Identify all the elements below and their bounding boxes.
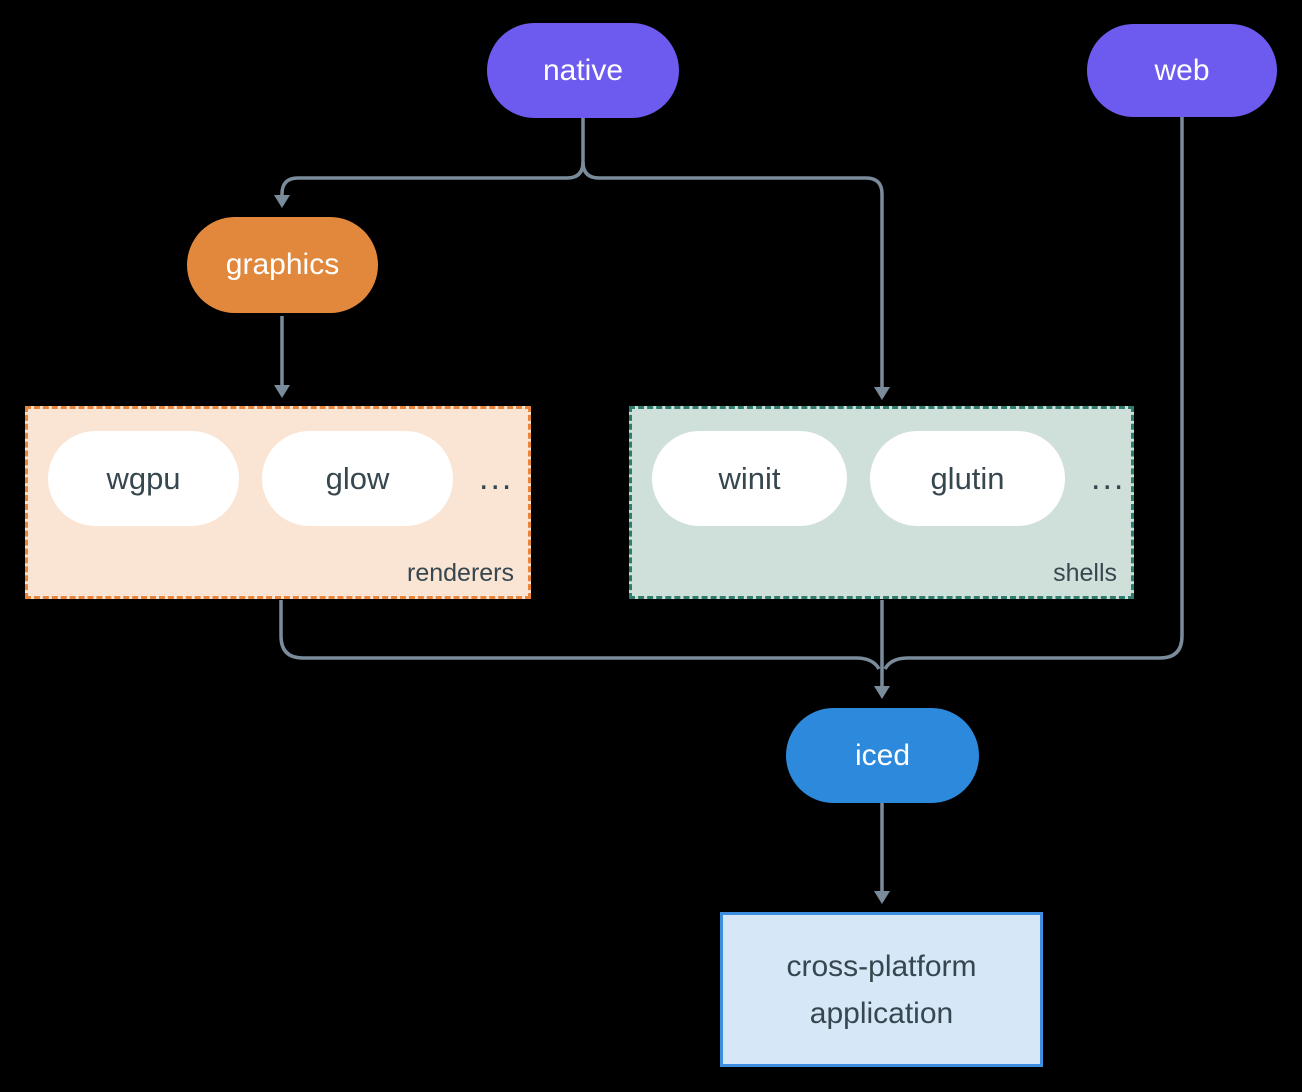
node-web: web	[1087, 24, 1277, 117]
node-native: native	[487, 23, 679, 118]
node-iced-label: iced	[854, 738, 911, 772]
node-web-label: web	[1154, 53, 1210, 87]
edge-renderers-iced	[279, 600, 881, 670]
node-iced: iced	[786, 708, 979, 803]
arrowhead-app	[874, 891, 890, 904]
node-glutin-label: glutin	[930, 460, 1005, 496]
group-renderers-row: wgpu glow ...	[48, 431, 513, 526]
arrowhead-iced	[874, 686, 890, 699]
group-shells-label: shells	[1053, 559, 1117, 587]
arrowhead-shells	[874, 387, 890, 400]
arrowhead-graphics	[274, 195, 290, 208]
node-native-label: native	[542, 53, 624, 87]
node-wgpu: wgpu	[48, 431, 239, 526]
node-winit-label: winit	[718, 460, 781, 496]
group-renderers-label: renderers	[407, 559, 514, 587]
node-glow-label: glow	[325, 460, 390, 496]
edge-native-graphics	[280, 161, 585, 198]
group-shells: winit glutin ... shells	[629, 406, 1134, 599]
group-shells-row: winit glutin ...	[652, 431, 1125, 526]
node-graphics: graphics	[187, 217, 378, 313]
group-renderers: wgpu glow ... renderers	[25, 406, 531, 599]
renderers-ellipsis: ...	[479, 459, 514, 497]
edge-native-shells	[581, 161, 884, 390]
node-winit: winit	[652, 431, 847, 526]
arrowhead-renderers	[274, 385, 290, 398]
node-glutin: glutin	[870, 431, 1065, 526]
shells-ellipsis: ...	[1091, 459, 1126, 497]
node-cross-platform-application: cross-platform application	[720, 912, 1043, 1067]
node-glow: glow	[262, 431, 453, 526]
node-app-label: cross-platform application	[786, 949, 977, 1030]
node-wgpu-label: wgpu	[106, 460, 181, 496]
node-graphics-label: graphics	[225, 248, 340, 281]
